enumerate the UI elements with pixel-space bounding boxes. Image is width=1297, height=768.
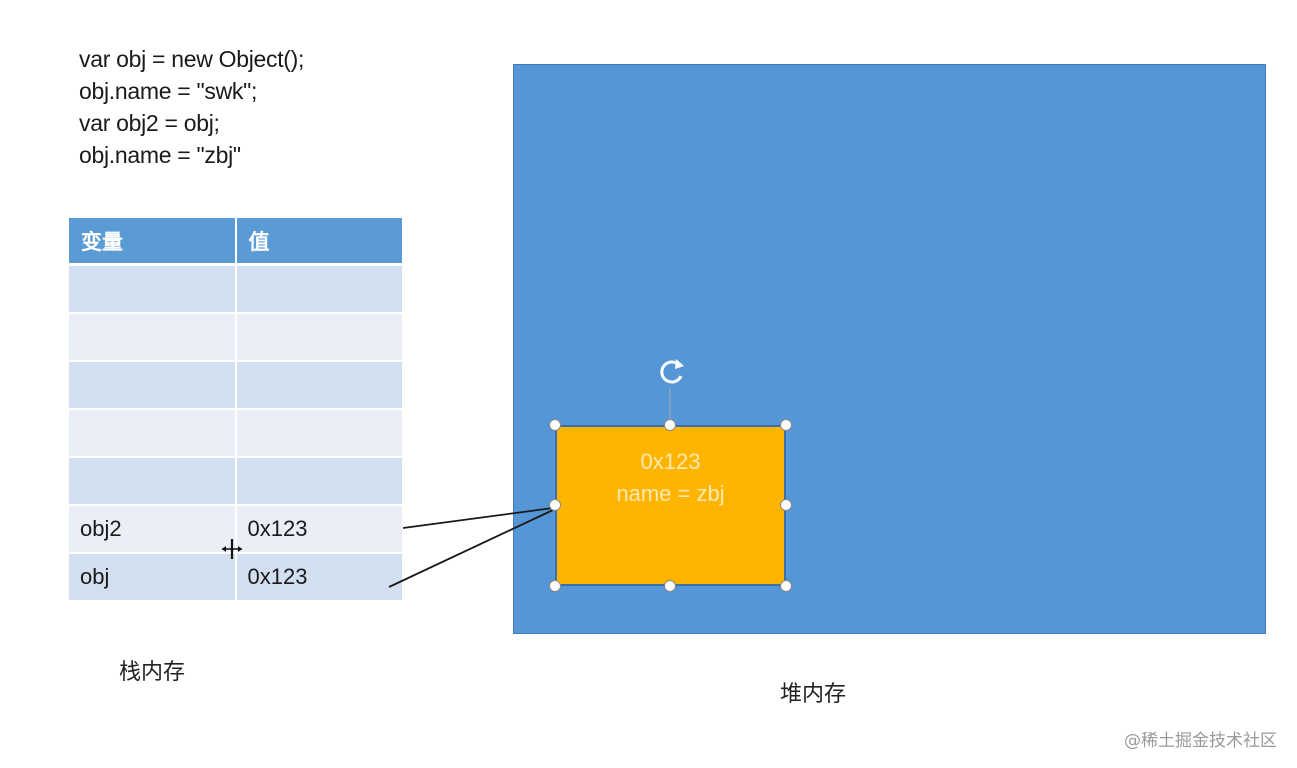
cell-value — [235, 264, 402, 314]
table-row: obj2 0x123 — [69, 505, 402, 554]
table-row — [69, 409, 402, 458]
cell-value — [235, 409, 402, 458]
resize-handle-bottom-left[interactable] — [549, 580, 561, 592]
cell-variable — [69, 457, 237, 506]
heap-object-box[interactable]: 0x123 name = zbj — [555, 425, 786, 586]
code-snippet: var obj = new Object(); obj.name = "swk"… — [79, 43, 304, 171]
resize-handle-top-left[interactable] — [549, 419, 561, 431]
heap-object-address: 0x123 — [640, 449, 701, 474]
table-row — [69, 313, 402, 362]
cell-value: 0x123 — [235, 553, 402, 602]
table-row — [69, 457, 402, 506]
cell-value — [235, 313, 402, 362]
cell-variable — [69, 313, 237, 362]
resize-handle-right[interactable] — [780, 499, 792, 511]
cell-variable: obj — [69, 553, 237, 602]
cell-value — [235, 361, 402, 410]
code-line-4: obj.name = "zbj" — [79, 142, 241, 168]
code-line-2: obj.name = "swk"; — [79, 78, 258, 104]
code-line-1: var obj = new Object(); — [79, 46, 305, 72]
heap-object-property: name = zbj — [616, 481, 725, 506]
column-header-variable: 变量 — [69, 218, 237, 266]
resize-handle-top-right[interactable] — [780, 419, 792, 431]
stack-memory-table: 变量 值 obj2 0x123 obj 0x12 — [69, 218, 402, 602]
resize-handle-left[interactable] — [549, 499, 561, 511]
resize-handle-top[interactable] — [664, 419, 676, 431]
stack-memory-label: 栈内存 — [119, 660, 186, 685]
cell-value — [235, 457, 402, 506]
cell-variable — [69, 409, 237, 458]
column-header-value: 值 — [235, 218, 402, 266]
watermark: @稀土掘金技术社区 — [1124, 731, 1277, 751]
cell-variable — [69, 361, 237, 410]
table-row — [69, 361, 402, 410]
move-cursor-icon — [222, 539, 242, 559]
resize-handle-bottom-right[interactable] — [780, 580, 792, 592]
cell-variable: obj2 — [69, 505, 237, 554]
table-header-row: 变量 值 — [69, 218, 402, 266]
heap-memory-label: 堆内存 — [780, 682, 847, 707]
resize-handle-bottom[interactable] — [664, 580, 676, 592]
table-row — [69, 264, 402, 314]
cell-value: 0x123 — [235, 505, 402, 554]
cell-variable — [69, 264, 237, 314]
table-row: obj 0x123 — [69, 553, 402, 602]
code-line-3: var obj2 = obj; — [79, 110, 220, 136]
